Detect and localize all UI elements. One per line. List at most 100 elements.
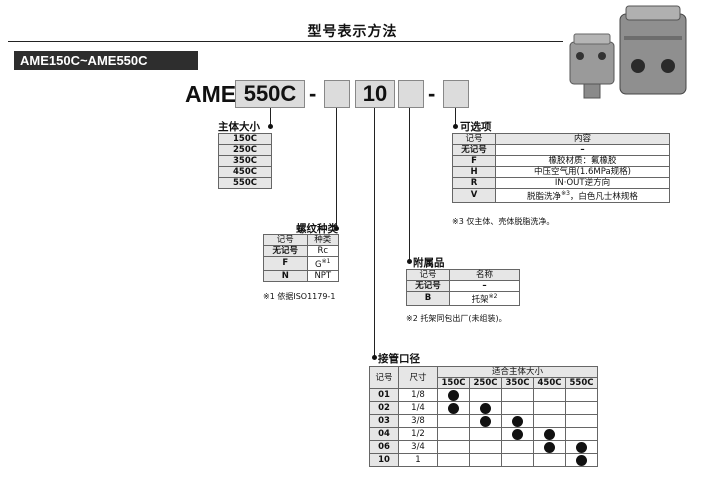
fit-mark-icon bbox=[480, 402, 491, 414]
thread-value: G※1 bbox=[306, 256, 340, 271]
port-size-header: 150C bbox=[437, 377, 470, 389]
thread-heading: 螺纹种类 bbox=[296, 223, 338, 235]
port-header: 适合主体大小 bbox=[437, 366, 598, 378]
fit-cell bbox=[533, 388, 566, 402]
thread-code: N bbox=[263, 269, 308, 282]
dash-2: - bbox=[428, 81, 436, 106]
port-size: 3/8 bbox=[398, 414, 438, 428]
fit-cell bbox=[437, 453, 470, 467]
port-size-header: 250C bbox=[469, 377, 502, 389]
title-divider bbox=[8, 41, 563, 42]
option-note: ※3 仅主体、壳体脱脂洗净。 bbox=[452, 217, 555, 226]
fit-cell bbox=[501, 388, 534, 402]
connector-dot bbox=[372, 355, 377, 360]
port-code: 03 bbox=[369, 414, 399, 428]
fit-cell bbox=[469, 388, 502, 402]
footnote-mark: ※3 bbox=[561, 190, 570, 197]
fit-cell bbox=[437, 401, 470, 415]
fit-cell bbox=[469, 440, 502, 454]
port-size: 1 bbox=[398, 453, 438, 467]
option-header: 记号 bbox=[452, 133, 496, 145]
body-size-item: 150C bbox=[218, 133, 272, 145]
fit-cell bbox=[501, 414, 534, 428]
fit-cell bbox=[565, 388, 598, 402]
dash-1: - bbox=[309, 81, 317, 106]
thread-header: 记号 bbox=[263, 234, 308, 246]
fit-cell bbox=[469, 427, 502, 441]
fit-cell bbox=[565, 427, 598, 441]
fit-mark-icon bbox=[544, 428, 555, 440]
option-code: F bbox=[452, 155, 496, 167]
fit-cell bbox=[501, 401, 534, 415]
footnote-mark: ※2 bbox=[488, 293, 498, 300]
option-code-box bbox=[443, 80, 469, 108]
port-code-box: 10 bbox=[355, 80, 395, 108]
fit-cell bbox=[469, 453, 502, 467]
accessory-code: 无记号 bbox=[406, 280, 450, 292]
fit-cell bbox=[565, 453, 598, 467]
accessory-note: ※2 托架同包出厂(未组装)。 bbox=[406, 314, 507, 323]
option-heading: 可选项 bbox=[460, 121, 492, 133]
port-size: 3/4 bbox=[398, 440, 438, 454]
footnote-mark: ※1 bbox=[321, 258, 331, 265]
option-code: 无记号 bbox=[452, 144, 496, 156]
fit-cell bbox=[437, 414, 470, 428]
thread-value: Rc bbox=[306, 245, 340, 257]
port-code: 10 bbox=[369, 453, 399, 467]
connector bbox=[270, 108, 271, 126]
accessory-header: 名称 bbox=[449, 269, 520, 281]
fit-cell bbox=[501, 440, 534, 454]
connector-dot bbox=[268, 124, 273, 129]
fit-cell bbox=[501, 427, 534, 441]
option-header: 内容 bbox=[495, 133, 670, 145]
accessory-value-text: 托架 bbox=[471, 294, 489, 305]
fit-cell bbox=[437, 388, 470, 402]
fit-mark-icon bbox=[544, 441, 555, 453]
thread-note: ※1 依据ISO1179-1 bbox=[263, 292, 336, 301]
fit-mark-icon bbox=[480, 415, 491, 427]
fit-cell bbox=[533, 453, 566, 467]
accessory-heading: 附属品 bbox=[413, 257, 445, 269]
fit-cell bbox=[533, 440, 566, 454]
body-size-item: 450C bbox=[218, 166, 272, 178]
port-size-header: 450C bbox=[533, 377, 566, 389]
fit-mark-icon bbox=[448, 389, 459, 401]
connector bbox=[409, 108, 410, 261]
fit-cell bbox=[533, 414, 566, 428]
fit-mark-icon bbox=[512, 428, 523, 440]
thread-code-box bbox=[324, 80, 350, 108]
port-header: 尺寸 bbox=[398, 366, 438, 389]
body-size-item: 350C bbox=[218, 155, 272, 167]
option-code: H bbox=[452, 166, 496, 178]
fit-cell bbox=[469, 414, 502, 428]
connector bbox=[455, 108, 456, 126]
port-header: 记号 bbox=[369, 366, 399, 389]
fit-cell bbox=[533, 401, 566, 415]
fit-cell bbox=[437, 427, 470, 441]
fit-mark-icon bbox=[576, 441, 587, 453]
thread-code: F bbox=[263, 256, 308, 271]
connector-dot bbox=[407, 259, 412, 264]
port-size-header: 350C bbox=[501, 377, 534, 389]
page-title: 型号表示方法 bbox=[307, 24, 398, 40]
port-code: 02 bbox=[369, 401, 399, 415]
fit-cell bbox=[437, 440, 470, 454]
fit-cell bbox=[565, 440, 598, 454]
accessory-code: B bbox=[406, 291, 450, 306]
option-value: 中压空气用(1.6MPa规格) bbox=[495, 166, 670, 178]
product-photo-icon bbox=[569, 5, 687, 99]
connector-dot bbox=[453, 124, 458, 129]
thread-value-text: G bbox=[315, 259, 322, 270]
option-value: IN·OUT逆方向 bbox=[495, 177, 670, 189]
fit-cell bbox=[533, 427, 566, 441]
option-value-text: 脱脂洗净 bbox=[527, 191, 562, 202]
series-banner: AME150C~AME550C bbox=[14, 51, 198, 70]
body-size-table: 150C 250C 350C 450C 550C bbox=[218, 133, 272, 189]
port-size: 1/8 bbox=[398, 388, 438, 402]
connector-dot bbox=[334, 226, 339, 231]
accessory-value: 托架※2 bbox=[449, 291, 520, 306]
port-size: 1/2 bbox=[398, 427, 438, 441]
